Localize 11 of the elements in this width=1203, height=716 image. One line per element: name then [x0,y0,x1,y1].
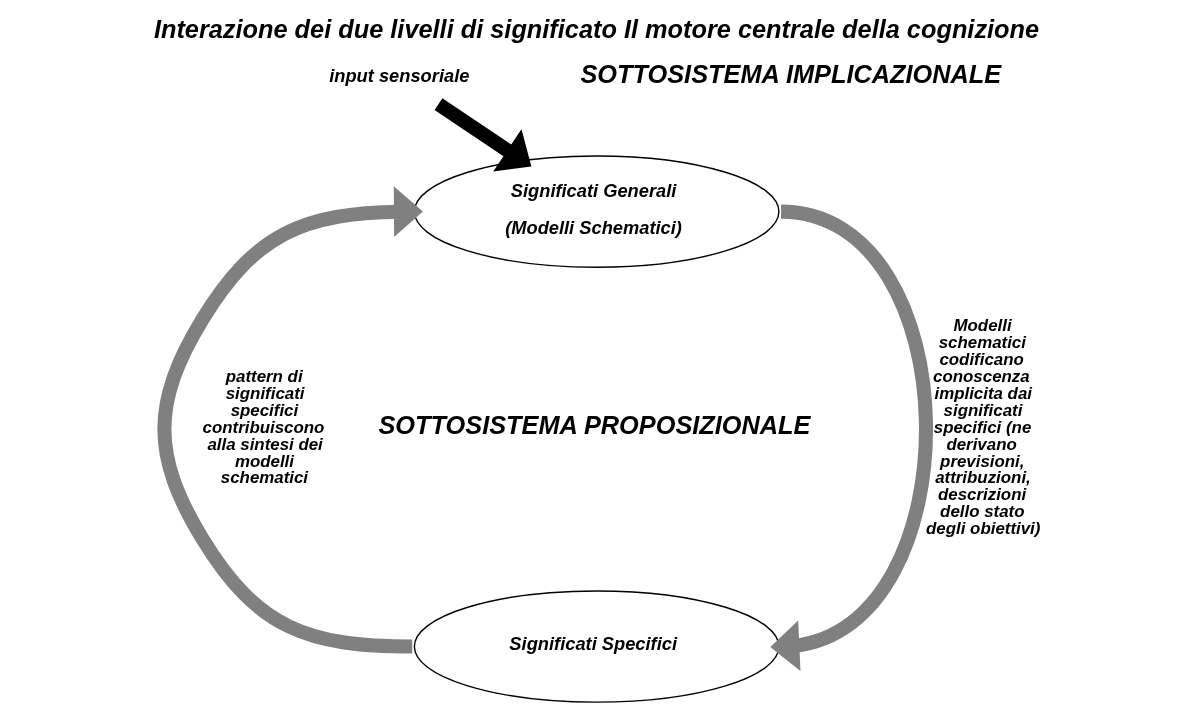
node-ellipse: Significati Specifici [413,590,780,703]
node-text: input sensoriale [329,64,470,86]
label: SOTTOSISTEMA PROPOSIZIONALE [378,410,811,439]
diagram-title: Interazione dei due livelli di significato Il motore centrale della cognizione [153,15,1040,44]
arrow [770,204,933,672]
node-ellipse: Significati Generali (Modelli Schematici) [413,155,780,268]
edge-label: pattern di significati specifici contribuiscono alla sintesi dei modelli schematici [202,367,325,488]
arrow [157,186,423,654]
arrow [434,98,532,172]
edge-label: Modelli schematici codificano conoscenza implicita dai significati specifici (ne derivano previsioni, attribuzioni, descrizioni dello stato degli obiettivi) [926,316,1041,539]
label: SOTTOSISTEMA IMPLICAZIONALE [580,60,1002,89]
